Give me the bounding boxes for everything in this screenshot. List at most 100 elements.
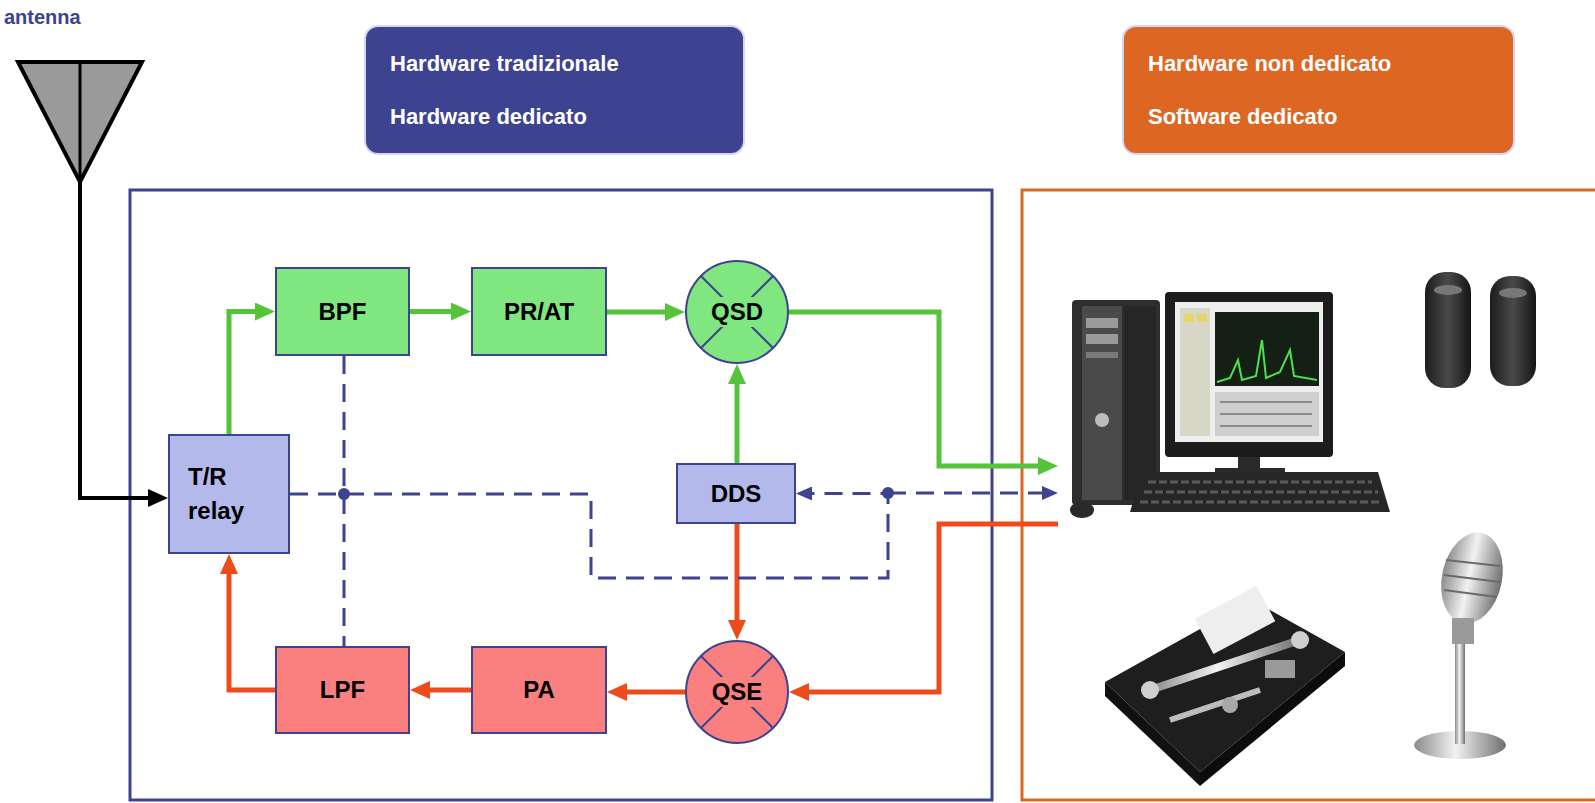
pc-keyboard [1144, 491, 1378, 494]
pc-monitor [1220, 413, 1312, 415]
mixer-circle: QSD [685, 260, 789, 364]
pc-tower [1086, 334, 1118, 344]
antenna-label: antenna [4, 6, 81, 29]
junction-dot [338, 488, 350, 500]
signal-arrow [229, 312, 265, 435]
oscillator-block: DDS [676, 463, 796, 524]
header-panel: Hardware tradizionaleHardware dedicato [364, 25, 745, 155]
text-group: BPF [277, 269, 408, 354]
signal-arrow [229, 564, 275, 690]
microphone [1433, 527, 1511, 629]
pc-keyboard [1070, 502, 1094, 518]
pc-monitor [1197, 314, 1207, 322]
signal-arrow [607, 310, 675, 315]
mixer-cross [701, 656, 773, 728]
pc-tower [1082, 306, 1122, 500]
microphone [1446, 560, 1500, 566]
pc-monitor [1220, 401, 1312, 403]
header-text: Hardware non dedicato [1148, 51, 1391, 76]
morse-key [1141, 681, 1159, 699]
pc-monitor [1180, 308, 1210, 436]
hardware-region [130, 190, 992, 800]
morse-key [1200, 652, 1345, 786]
speaker-pair [1490, 276, 1536, 386]
pc-tower [1086, 318, 1118, 328]
speaker-pair [1425, 272, 1471, 388]
speaker-pair [1499, 288, 1527, 298]
morse-key [1150, 640, 1300, 690]
signal-arrow [735, 374, 740, 463]
junction-dot [882, 487, 894, 499]
morse-key [1105, 586, 1345, 786]
header-panel: Hardware non dedicatoSoftware dedicato [1122, 25, 1515, 155]
control-bus [888, 492, 1050, 495]
relay-block: T/R relay [168, 434, 290, 554]
mixer-cross [701, 276, 773, 348]
microphone [1452, 618, 1474, 644]
text-group: Hardware non dedicatoSoftware dedicato [1124, 27, 1513, 153]
signal-arrow [410, 309, 461, 314]
software-region [1022, 190, 1595, 800]
block-label: DDS [711, 480, 762, 508]
pc-monitor [1165, 292, 1333, 474]
pc-keyboard [1130, 472, 1390, 512]
block-label: T/R relay [188, 460, 268, 527]
antenna-symbol [79, 62, 82, 182]
pc-monitor [1215, 312, 1319, 386]
text-group: QSD [685, 260, 789, 364]
block-label: LPF [320, 676, 365, 704]
pc-monitor [1165, 292, 1333, 457]
control-line [290, 494, 888, 579]
antenna-feed [80, 182, 158, 498]
pc-monitor [1184, 314, 1194, 322]
morse-key [1170, 690, 1260, 720]
rx-audio-wire [789, 312, 1048, 466]
speaker-pair [1425, 272, 1536, 388]
block-label: BPF [319, 298, 367, 326]
pc-keyboard [1070, 472, 1390, 518]
text-group: LPF [277, 648, 408, 732]
morse-key [1265, 660, 1295, 678]
morse-key [1105, 682, 1200, 786]
tx-audio-wire [799, 524, 1058, 692]
block-label: QSE [709, 677, 766, 707]
signal-arrow [617, 690, 685, 695]
pc-monitor [1217, 340, 1317, 382]
text-group: PA [473, 648, 605, 732]
pc-monitor [1215, 392, 1319, 436]
mixer-outline [686, 261, 788, 363]
mixer-circle: QSE [685, 640, 789, 744]
antenna-symbol [18, 62, 142, 182]
pc-keyboard [1148, 481, 1372, 484]
antenna-symbol [18, 62, 142, 182]
block-label: PA [523, 676, 555, 704]
morse-key [1291, 631, 1309, 649]
header-text: Hardware tradizionale [390, 51, 619, 76]
header-text: Software dedicato [1148, 104, 1337, 129]
filter-block: LPF [275, 646, 410, 734]
microphone [1455, 640, 1465, 744]
connectors [229, 312, 888, 693]
pc-monitor [1175, 302, 1323, 442]
pc-tower [1095, 413, 1109, 427]
microphone [1444, 575, 1500, 582]
pc-tower [1086, 352, 1118, 358]
text-group: T/R relay [170, 436, 288, 552]
mixer-cross [701, 656, 773, 728]
preamp-block: PR/AT [471, 267, 607, 356]
control-line [343, 356, 346, 646]
microphone [1414, 527, 1511, 759]
microphone [1444, 590, 1497, 597]
pc-tower [1124, 306, 1156, 500]
mixer-outline [686, 641, 788, 743]
pc-keyboard [1140, 501, 1382, 504]
filter-block: BPF [275, 267, 410, 356]
mixer-cross [701, 276, 773, 348]
amplifier-block: PA [471, 646, 607, 734]
text-group: Hardware tradizionaleHardware dedicato [366, 27, 743, 153]
speaker-pair [1434, 285, 1462, 295]
pc-monitor [1220, 425, 1312, 427]
header-text: Hardware dedicato [390, 104, 587, 129]
morse-key [1222, 697, 1238, 713]
